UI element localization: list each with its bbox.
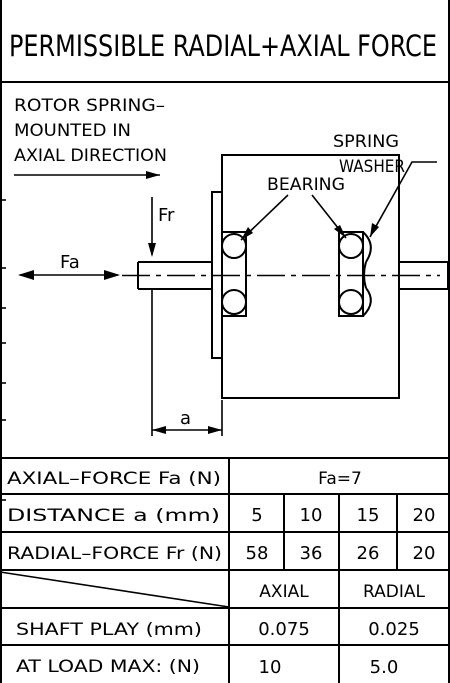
- radial-force-value: 20: [413, 543, 436, 564]
- rotor-note-line-3: AXIAL DIRECTION: [14, 146, 167, 166]
- radial-force-value: 36: [300, 543, 323, 564]
- row-distance: DISTANCE a (mm) 5 10 15 20: [7, 505, 435, 526]
- distance-value: 15: [357, 505, 380, 526]
- edge-ticks: [0, 199, 6, 501]
- row-shaft-play: SHAFT PLAY (mm) 0.075 0.025: [16, 619, 420, 640]
- bearing-label: BEARING: [240, 175, 347, 241]
- distance-value: 5: [251, 505, 262, 526]
- distance-value: 20: [413, 505, 436, 526]
- spring-washer-line-1: SPRING: [333, 132, 399, 152]
- radial-force-label: RADIAL–FORCE Fr (N): [7, 544, 222, 564]
- bearing-right: [338, 231, 364, 317]
- fr-label: Fr: [158, 205, 175, 226]
- row-axial-force: AXIAL–FORCE Fa (N) Fa=7: [7, 469, 362, 489]
- bearing-left: [221, 231, 247, 317]
- drawing-title: PERMISSIBLE RADIAL+AXIAL FORCE: [9, 29, 437, 63]
- force-table: [0, 457, 450, 683]
- dimension-a-label: a: [180, 408, 191, 429]
- spring-washer-label: SPRING WASHER: [333, 132, 437, 238]
- fa-label: Fa: [60, 252, 80, 273]
- radial-force-arrow: Fr: [148, 197, 175, 257]
- axial-force-value: Fa=7: [318, 469, 362, 489]
- distance-label: DISTANCE a (mm): [7, 506, 220, 526]
- rotor-note-line-1: ROTOR SPRING–: [14, 96, 165, 116]
- shaft-play-axial: 0.075: [258, 619, 310, 640]
- bearing-text: BEARING: [267, 175, 345, 195]
- shaft-play-radial: 0.025: [368, 619, 420, 640]
- radial-force-value: 26: [357, 543, 380, 564]
- axial-force-label: AXIAL–FORCE Fa (N): [7, 469, 221, 489]
- shaft-play-label: SHAFT PLAY (mm): [16, 620, 202, 640]
- row-radial-force: RADIAL–FORCE Fr (N) 58 36 26 20: [7, 543, 435, 564]
- spring-washer-leader: [369, 161, 437, 238]
- load-max-radial: 5.0: [370, 657, 399, 678]
- radial-force-value: 58: [246, 543, 269, 564]
- load-max-axial: 10: [259, 657, 282, 678]
- row-headers: AXIAL RADIAL: [259, 582, 425, 602]
- row-load-max: AT LOAD MAX: (N) 10 5.0: [16, 657, 398, 678]
- distance-value: 10: [300, 505, 323, 526]
- rotor-spring-note: ROTOR SPRING– MOUNTED IN AXIAL DIRECTION: [14, 96, 167, 179]
- spring-washer-line-2: WASHER: [339, 157, 405, 177]
- shaft: [137, 261, 449, 290]
- spring-washer: [362, 231, 372, 317]
- load-max-label: AT LOAD MAX: (N): [16, 657, 200, 677]
- axial-header: AXIAL: [259, 582, 309, 602]
- distance-dimension: a: [151, 290, 223, 436]
- radial-header: RADIAL: [363, 582, 425, 602]
- axial-direction-arrowhead: [146, 171, 160, 179]
- rotor-note-line-2: MOUNTED IN: [14, 121, 131, 141]
- axial-force-arrow: Fa: [18, 252, 120, 280]
